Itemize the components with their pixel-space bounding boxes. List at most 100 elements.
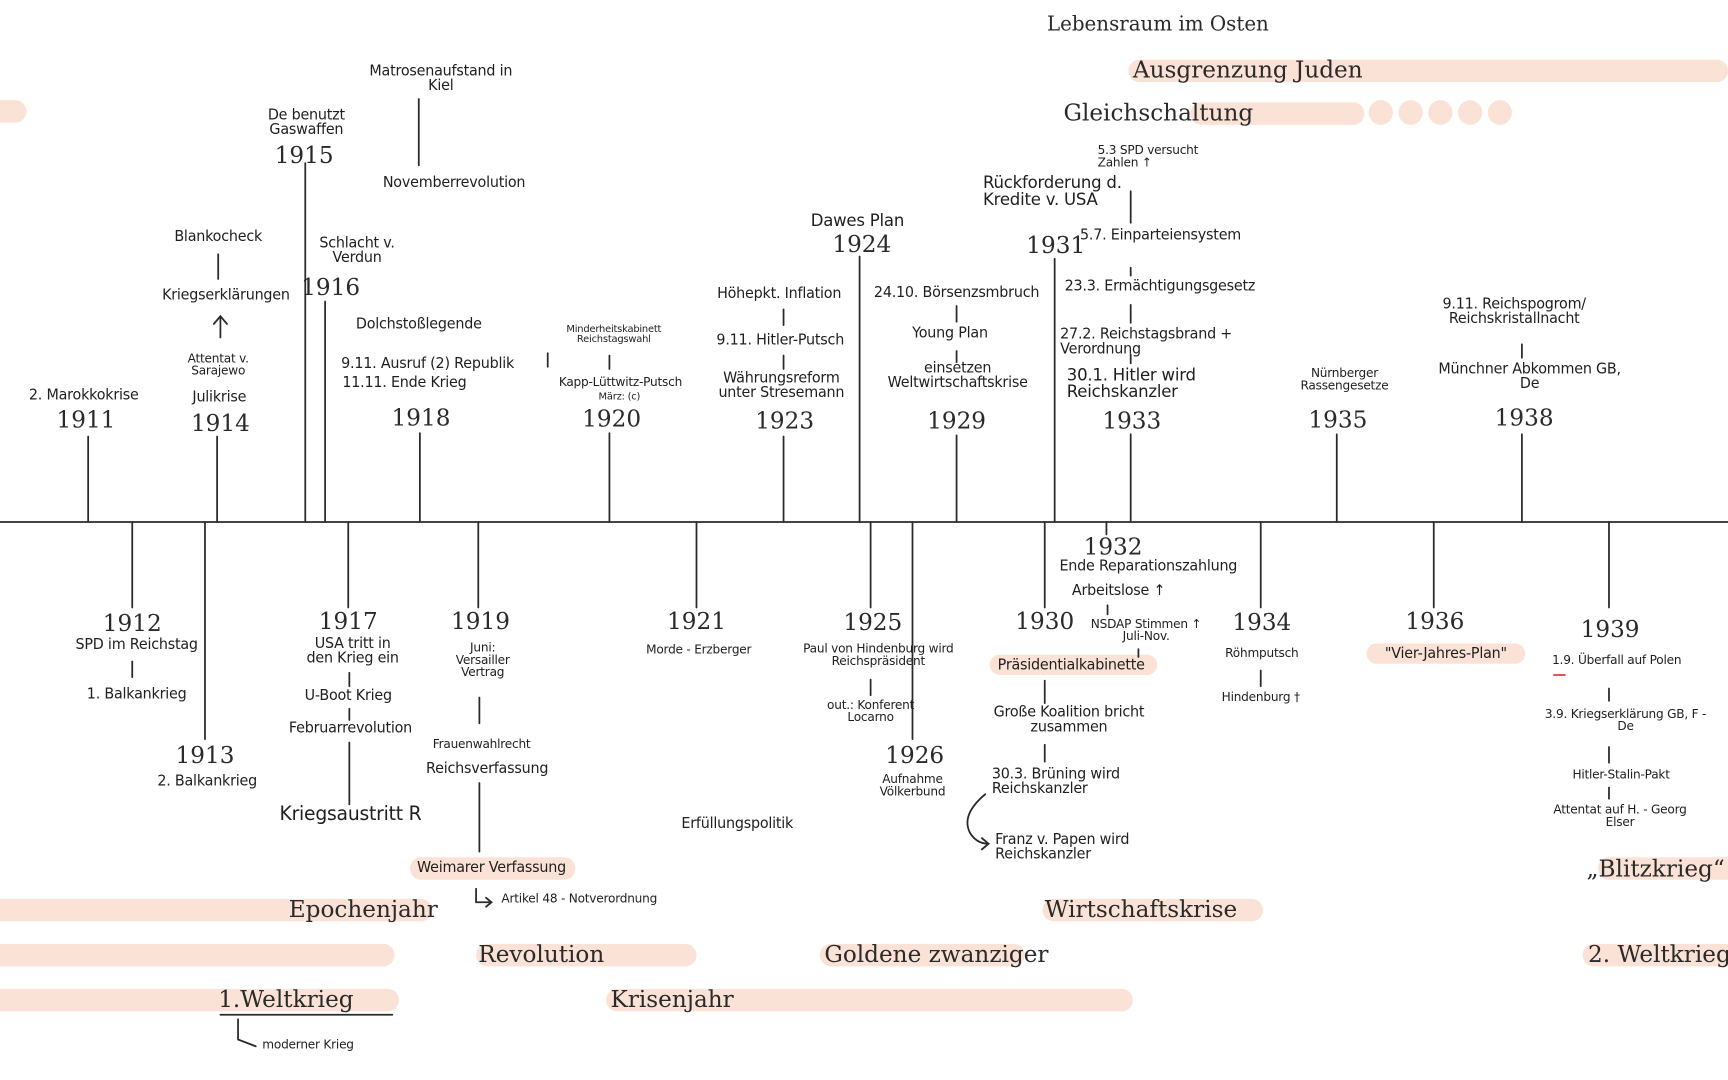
highlight-band-weltkrieg2: [1582, 943, 1728, 967]
event-kriegsaustritt-r: Kriegsaustritt R: [279, 803, 422, 826]
highlight-band-gleichschaltung: [1190, 102, 1365, 125]
event-praesidialkabinette: Präsidentialkabinette: [997, 657, 1145, 674]
event-reichstagsbrand: 27.2. Reichstagsbrand + Verordnung: [1060, 326, 1233, 359]
event-voelkerbund: Aufnahme Völkerbund: [879, 771, 946, 799]
event-rueckforderung-kredite: Rückforderung d. Kredite v. USA: [983, 172, 1122, 210]
epoch-2-weltkrieg: 2. Weltkrieg: [1588, 940, 1728, 968]
year-label-1913: 1913: [175, 741, 235, 769]
event-1-balkankrieg: 1. Balkankrieg: [86, 686, 187, 704]
event-ende-reparationszahlung: Ende Reparationszahlung: [1059, 558, 1238, 575]
event-hitler-reichskanzler: 30.1. Hitler wird Reichskanzler: [1066, 364, 1196, 402]
event-u-boot-krieg: U-Boot Krieg: [304, 687, 392, 705]
year-label-1925: 1925: [843, 608, 903, 636]
event-ermaechtigungsgesetz: 23.3. Ermächtigungsgesetz: [1064, 277, 1256, 295]
year-label-1917: 1917: [318, 607, 378, 635]
event-minderheitskabinett: Minderheitskabinett Reichstagswahl: [566, 324, 662, 346]
event-vier-jahres-plan: "Vier-Jahres-Plan": [1384, 645, 1507, 663]
event-ende-krieg: 11.11. Ende Krieg: [342, 374, 467, 392]
event-maerz: März: (c): [598, 391, 641, 403]
event-hitler-stalin-pakt: Hitler-Stalin-Pakt: [1572, 767, 1670, 782]
highlight-band-goldene: [819, 943, 1025, 967]
event-artikel-48: Artikel 48 - Notverordnung: [501, 891, 658, 906]
year-label-1919: 1919: [451, 607, 510, 635]
highlight-band-ausgrenzung: [1128, 59, 1728, 83]
year-label-1936: 1936: [1405, 607, 1465, 635]
event-julikrise: Julikrise: [192, 389, 247, 407]
epoch-epochenjahr: Epochenjahr: [288, 895, 438, 923]
year-label-1915: 1915: [274, 141, 334, 169]
event-spd-versucht: 5.3 SPD versucht Zahlen ↑: [1097, 142, 1199, 171]
year-label-1929: 1929: [927, 407, 987, 435]
highlight-dot: [1487, 100, 1512, 125]
event-matrosenaufstand: Matrosenaufstand in Kiel: [369, 63, 513, 95]
highlight-dot: [1368, 100, 1393, 125]
year-label-1935: 1935: [1308, 406, 1368, 434]
year-label-1931: 1931: [1026, 231, 1086, 259]
event-kapp-putsch: Kapp-Lüttwitz-Putsch: [558, 374, 683, 390]
highlight-dot: [1398, 100, 1423, 125]
epoch-1-weltkrieg: 1.Weltkrieg: [218, 985, 354, 1013]
event-blitzkrieg: „Blitzkrieg“: [1586, 855, 1725, 882]
year-label-1926: 1926: [885, 741, 945, 769]
event-boersenzusammenbruch: 24.10. Börsenzsmbruch: [873, 284, 1040, 302]
event-grosse-koalition: Große Koalition bricht zusammen: [993, 704, 1145, 737]
event-bruening: 30.3. Brüning wird Reichskanzler: [991, 766, 1120, 798]
event-arbeitslose: Arbeitslose ↑: [1071, 582, 1166, 600]
event-versailler-vertrag: Juni: Versailler Vertrag: [455, 640, 510, 680]
event-morde-erzberger: Morde - Erzberger: [646, 642, 752, 657]
event-gaswaffen: De benutzt Gaswaffen: [267, 106, 345, 139]
year-label-1920: 1920: [582, 405, 642, 432]
event-ausruf-republik: 9.11. Ausruf (2) Republik: [341, 355, 515, 373]
event-attentat-sarajewo: Attentat v. Sarajewo: [187, 351, 249, 379]
highlight-band-row2-left: [0, 943, 395, 967]
year-label-1911: 1911: [56, 406, 116, 434]
event-kriegserklaerung-1939: 3.9. Kriegserklärung GB, F - De: [1544, 706, 1707, 734]
event-weimarer-verfassung: Weimarer Verfassung: [417, 859, 566, 877]
year-label-1916: 1916: [301, 273, 361, 301]
event-waehrungsreform: Währungsreform unter Stresemann: [718, 370, 845, 402]
highlight-dot: [1457, 100, 1483, 125]
year-label-1914: 1914: [190, 409, 250, 437]
year-label-1938: 1938: [1494, 403, 1554, 431]
highlight-band-krisenjahr: [606, 988, 1133, 1012]
epoch-wirtschaftskrise: Wirtschaftskrise: [1044, 895, 1238, 923]
highlight-band-weimarer-verfassung: [409, 857, 576, 880]
event-2-balkankrieg: 2. Balkankrieg: [157, 772, 258, 790]
event-2-marokkokrise: 2. Marokkokrise: [28, 387, 139, 404]
event-attentat-elser: Attentat auf H. - Georg Elser: [1553, 802, 1687, 830]
year-label-1934: 1934: [1232, 608, 1292, 636]
event-spd-im-reichstag: SPD im Reichstag: [75, 636, 198, 654]
event-februarrevolution: Februarrevolution: [288, 720, 413, 737]
epoch-revolution: Revolution: [478, 940, 605, 968]
epoch-moderner-krieg: moderner Krieg: [262, 1037, 354, 1052]
event-reichspogrom: 9.11. Reichspogrom/ Reichskristallnacht: [1442, 295, 1586, 328]
year-label-1923: 1923: [755, 407, 815, 435]
theme-ausgrenzung-juden: Ausgrenzung Juden: [1132, 56, 1363, 84]
year-label-1939: 1939: [1580, 615, 1640, 643]
epoch-goldene-zwanziger: Goldene zwanziger: [824, 940, 1049, 968]
year-label-1932: 1932: [1083, 533, 1143, 561]
highlight-dot: [1428, 100, 1453, 125]
highlight-band-revolution: [476, 943, 697, 967]
event-weltwirtschaftskrise: einsetzen Weltwirtschaftskrise: [887, 360, 1028, 392]
event-reichsverfassung: Reichsverfassung: [426, 760, 549, 778]
highlight-band-row3-left: [0, 988, 399, 1012]
event-dolchstosslegende: Dolchstoßlegende: [355, 316, 482, 333]
highlight-band-blitzkrieg: [1597, 857, 1728, 880]
event-schlacht-verdun: Schlacht v. Verdun: [319, 235, 395, 267]
event-blankocheck: Blankocheck: [174, 228, 263, 246]
event-locarno: out.: Konferent Locarno: [827, 697, 915, 725]
event-hitler-putsch: 9.11. Hitler-Putsch: [716, 331, 845, 349]
theme-gleichschaltung: Gleichschaltung: [1063, 99, 1254, 126]
event-nsdap-stimmen: NSDAP Stimmen ↑ Juli-Nov.: [1090, 616, 1202, 644]
event-hindenburg-praesident: Paul von Hindenburg wird Reichspräsident: [803, 641, 954, 669]
year-label-1918: 1918: [391, 403, 451, 431]
year-label-1912: 1912: [102, 609, 162, 637]
event-muenchner-abkommen: Münchner Abkommen GB, De: [1438, 361, 1621, 393]
event-novemberrevolution: Novemberrevolution: [382, 174, 526, 192]
year-label-1924: 1924: [832, 230, 892, 258]
event-nuernberger-rassengesetze: Nürnberger Rassengesetze: [1300, 365, 1389, 393]
highlight-band-left-stub: [0, 100, 27, 123]
